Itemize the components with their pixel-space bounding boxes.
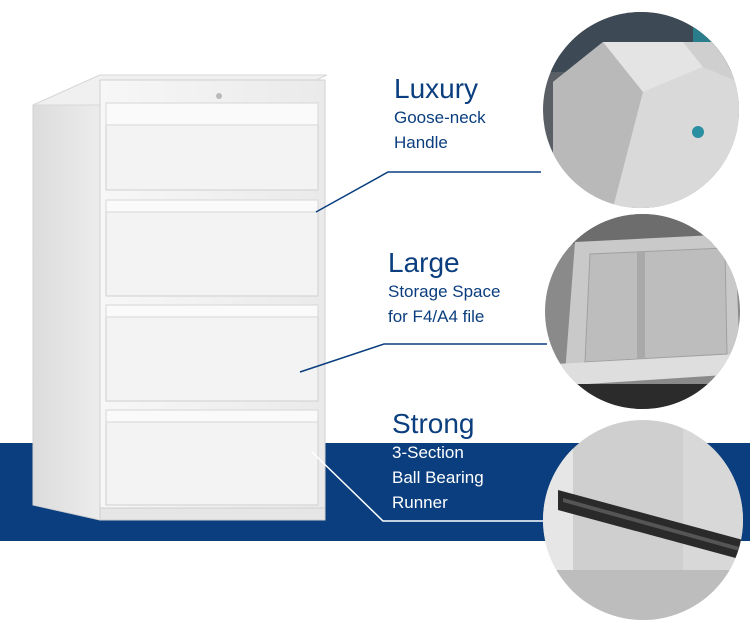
feature-title: Luxury xyxy=(394,73,479,104)
lock-icon xyxy=(216,93,222,99)
feature-desc-line: Ball Bearing xyxy=(392,468,484,487)
runner-detail-photo xyxy=(543,420,743,620)
feature-desc-line: Goose-neck xyxy=(394,108,486,127)
feature-title: Large xyxy=(388,247,460,278)
drawer-1 xyxy=(105,102,319,191)
feature-handle: Luxury Goose-neck Handle xyxy=(394,73,486,155)
drawer-3 xyxy=(105,304,319,402)
feature-desc-line: for F4/A4 file xyxy=(388,307,485,326)
leader-line-handle xyxy=(315,171,541,213)
drawer-2 xyxy=(105,199,319,297)
feature-title: Strong xyxy=(392,408,475,439)
feature-desc-line: Storage Space xyxy=(388,282,501,301)
leader-line-runner xyxy=(311,451,543,522)
feature-storage: Large Storage Space for F4/A4 file xyxy=(388,247,500,329)
cabinet-base xyxy=(99,507,326,521)
feature-runner: Strong 3-Section Ball Bearing Runner xyxy=(392,408,484,515)
feature-desc-line: Handle xyxy=(394,133,448,152)
leader-line-storage xyxy=(299,343,547,373)
drawer-interior-photo xyxy=(545,214,740,409)
handle-detail-photo xyxy=(543,12,739,208)
feature-desc-line: Runner xyxy=(392,493,448,512)
drawer-4 xyxy=(105,409,319,506)
filing-cabinet-illustration xyxy=(32,74,328,521)
feature-desc-line: 3-Section xyxy=(392,443,464,462)
